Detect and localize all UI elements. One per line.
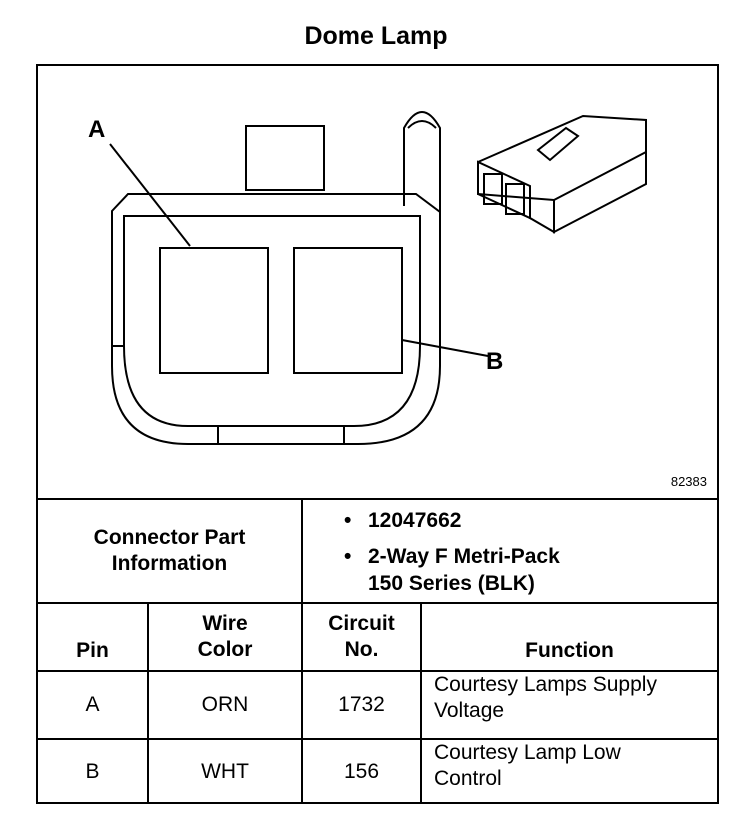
cavity-b (293, 247, 403, 374)
row-a-pin: A (85, 692, 100, 716)
connector-info-label-line1: Connector Part (93, 525, 246, 549)
header-circuit-no: Circuit No. (303, 604, 420, 670)
row-b-function: Courtesy Lamp Low Control (422, 740, 717, 804)
row-b-function-line1: Courtesy Lamp Low (434, 741, 621, 764)
row-divider (38, 602, 717, 604)
column-divider (420, 602, 422, 804)
header-circuit-line2: No. (344, 638, 379, 661)
header-wire-color-line2: Color (197, 638, 253, 661)
cavity-a (159, 247, 269, 374)
lock-post-detail (407, 120, 437, 129)
row-a-circuit: 1732 (338, 692, 385, 716)
leader-b (401, 339, 489, 357)
cavity-b-label: B (486, 348, 504, 375)
housing-outer (111, 193, 441, 445)
cavity-a-label: A (88, 116, 106, 143)
connector-info-label-line2: Information (111, 552, 228, 575)
table-top-border (38, 498, 717, 500)
bullet-icon: • (344, 545, 352, 568)
header-pin: Pin (76, 638, 109, 662)
row-divider (38, 670, 717, 672)
column-divider (301, 498, 303, 804)
header-wire-color-line1: Wire (202, 611, 248, 635)
column-divider (147, 602, 149, 804)
row-a-function: Courtesy Lamps Supply Voltage (422, 672, 717, 738)
connector-face-diagram (109, 111, 647, 445)
connector-description-line1: 2-Way F Metri-Pack (368, 545, 560, 568)
bullet-icon: • (344, 509, 352, 532)
page-title: Dome Lamp (304, 22, 448, 50)
leader-a (109, 143, 191, 247)
header-wire-color: Wire Color (149, 604, 301, 670)
housing-inner (123, 215, 421, 427)
connector-3d-icon (477, 114, 647, 234)
row-b-wire-color: WHT (201, 759, 249, 783)
row-divider (38, 738, 717, 740)
row-a-function-line1: Courtesy Lamps Supply (434, 673, 657, 696)
latch-tab (245, 125, 325, 191)
row-b-function-line2: Control (434, 767, 502, 791)
lock-post (403, 111, 441, 212)
header-circuit-line1: Circuit (328, 611, 395, 635)
row-b-circuit: 156 (343, 759, 380, 783)
drawing-number: 82383 (670, 474, 707, 489)
row-b-pin: B (85, 759, 100, 783)
row-a-function-line2: Voltage (434, 699, 505, 723)
connector-description-line2: 150 Series (BLK) (368, 572, 535, 595)
part-number: 12047662 (368, 509, 462, 532)
connector-info-label: Connector Part Information (38, 500, 301, 602)
header-function: Function (525, 638, 614, 662)
row-a-wire-color: ORN (201, 692, 249, 716)
connector-frame: A B 82383 Connector Part Information • 1… (36, 64, 719, 804)
